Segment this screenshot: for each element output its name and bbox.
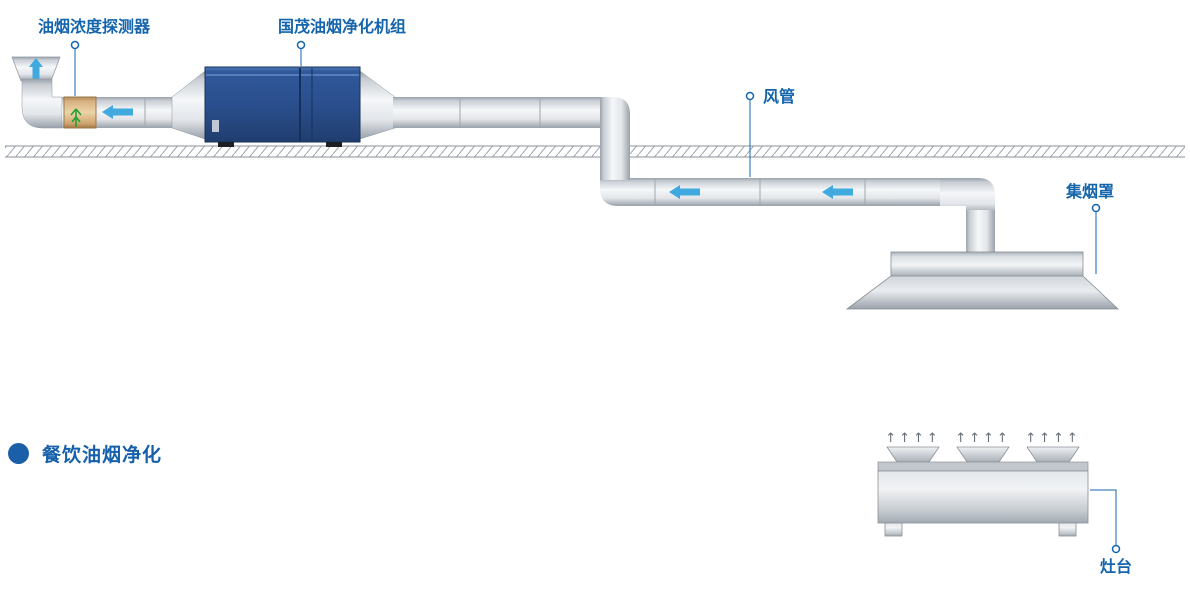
smoke-hood bbox=[845, 251, 1120, 310]
detector-segment bbox=[63, 96, 97, 129]
leader-dot bbox=[70, 40, 80, 50]
ceiling-duct-body bbox=[648, 178, 965, 206]
section-title: 餐饮油烟净化 bbox=[42, 444, 163, 466]
hood-elbow bbox=[940, 178, 995, 214]
label-hood-group: 集烟罩 bbox=[1065, 182, 1114, 274]
label-duct: 风管 bbox=[763, 87, 795, 106]
flow-left-arrow-icon bbox=[822, 185, 853, 199]
purifier-body bbox=[204, 66, 361, 143]
roof-duct-body bbox=[393, 97, 602, 128]
drop-elbow-top bbox=[600, 97, 630, 152]
leader-dot bbox=[1091, 203, 1101, 213]
drop-elbow-bottom bbox=[600, 178, 650, 206]
leader-line bbox=[1090, 489, 1117, 546]
exhaust-up-arrow-icon bbox=[29, 58, 43, 79]
label-purifier: 国茂油烟净化机组 bbox=[278, 17, 406, 36]
wok-burner bbox=[956, 446, 1010, 463]
label-hood: 集烟罩 bbox=[1065, 182, 1114, 201]
leader-dot bbox=[745, 91, 755, 101]
purifier-outlet-cone bbox=[359, 70, 396, 140]
flow-left-arrow-icon bbox=[102, 105, 133, 119]
bullet-icon bbox=[8, 443, 29, 464]
label-stove-group: 灶台 bbox=[1090, 489, 1132, 576]
stove-foot-left bbox=[884, 522, 903, 537]
section-heading: 餐饮油烟净化 bbox=[8, 440, 162, 467]
leader-dot bbox=[296, 40, 306, 50]
stove-body bbox=[877, 470, 1089, 524]
stove-foot-right bbox=[1058, 522, 1077, 537]
purifier-foot-right bbox=[326, 142, 342, 147]
detector-sensor-icon bbox=[70, 108, 82, 127]
label-detector: 油烟浓度探测器 bbox=[38, 17, 151, 36]
hatch-band bbox=[5, 146, 1185, 157]
purifier-inlet-cone bbox=[171, 70, 206, 140]
wok-burner bbox=[886, 446, 940, 463]
ceiling-duct bbox=[648, 178, 995, 254]
leader-dot bbox=[1111, 544, 1121, 554]
roof-duct bbox=[393, 97, 650, 206]
hood-band bbox=[890, 251, 1084, 277]
purifier-foot-left bbox=[218, 142, 234, 147]
stove-top-band bbox=[877, 461, 1089, 472]
flow-left-arrow-icon bbox=[669, 185, 700, 199]
inlet-duct bbox=[62, 96, 172, 129]
label-stove: 灶台 bbox=[1100, 557, 1132, 576]
hood-connector-duct bbox=[966, 210, 995, 254]
purifier-name-plate bbox=[212, 120, 219, 132]
wok-burner bbox=[1026, 446, 1080, 463]
roof-hatch-line bbox=[5, 145, 1185, 158]
purifier-unit bbox=[171, 66, 396, 147]
steam-arrows-icon: ↑↑↑↑ bbox=[1025, 431, 1081, 446]
stove: ↑↑↑↑ ↑↑↑↑ ↑↑↑↑ bbox=[877, 431, 1089, 537]
label-detector-group: 油烟浓度探测器 bbox=[38, 17, 151, 96]
drop-duct-body bbox=[600, 150, 630, 182]
exhaust-elbow bbox=[21, 78, 63, 129]
label-purifier-group: 国茂油烟净化机组 bbox=[278, 17, 406, 66]
hood-flare bbox=[845, 275, 1120, 310]
label-duct-group: 风管 bbox=[745, 87, 795, 177]
steam-arrows-icon: ↑↑↑↑ bbox=[885, 431, 941, 446]
steam-arrows-icon: ↑↑↑↑ bbox=[955, 431, 1011, 446]
exhaust-stack bbox=[11, 56, 63, 129]
